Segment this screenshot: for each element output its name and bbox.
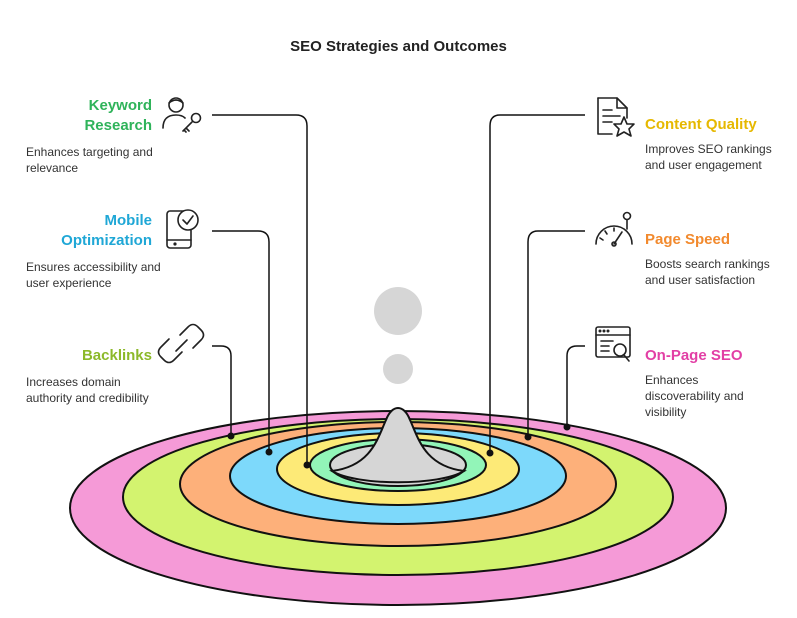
- drop-large: [374, 287, 422, 335]
- splash-peak: [329, 407, 467, 484]
- document-star-icon: [597, 97, 635, 137]
- page-title: SEO Strategies and Outcomes: [290, 38, 507, 55]
- phone-check-icon: [166, 209, 199, 249]
- connector-mobile: [212, 230, 270, 452]
- content-quality-desc: Improves SEO rankings and user engagemen…: [645, 142, 772, 172]
- user-key-icon: [162, 97, 202, 133]
- speedometer-icon: [595, 211, 633, 247]
- connector-dot-backlinks: [227, 432, 235, 440]
- connector-dot-speed: [524, 433, 532, 441]
- backlinks-title: Backlinks: [81, 347, 152, 364]
- on-page-seo-desc: Enhances discoverability and visibility: [645, 373, 744, 419]
- connector-dot-content: [486, 449, 494, 457]
- strategy-backlinks: Backlinks: [22, 346, 152, 366]
- strategy-mobile-optimization: Mobile Optimization: [22, 211, 152, 251]
- mobile-optimization-desc-wrap: Ensures accessibility and user experienc…: [26, 259, 166, 291]
- connector-backlinks: [212, 345, 232, 436]
- outcome-content-quality: Content Quality Improves SEO rankings an…: [645, 115, 785, 173]
- connector-keyword: [212, 114, 308, 465]
- keyword-research-title: Keyword Research: [22, 96, 152, 136]
- chain-link-icon: [157, 323, 205, 364]
- mobile-optimization-desc: Ensures accessibility and user experienc…: [26, 260, 161, 290]
- keyword-research-desc-wrap: Enhances targeting and relevance: [26, 144, 166, 176]
- mobile-optimization-title: Mobile Optimization: [22, 211, 152, 251]
- page-speed-desc: Boosts search rankings and user satisfac…: [645, 257, 770, 287]
- keyword-title-line1: Keyword: [88, 97, 152, 114]
- outcome-page-speed: Page Speed Boosts search rankings and us…: [645, 230, 785, 288]
- page-speed-title: Page Speed: [645, 231, 731, 248]
- connector-dot-keyword: [303, 461, 311, 469]
- backlinks-desc: Increases domain authority and credibili…: [26, 375, 149, 405]
- keyword-research-desc: Enhances targeting and relevance: [26, 145, 153, 175]
- strategy-keyword-research: Keyword Research: [22, 96, 152, 136]
- on-page-seo-title: On-Page SEO: [645, 347, 743, 364]
- connector-content: [489, 114, 585, 453]
- mobile-title-line2: Optimization: [61, 232, 152, 249]
- connector-dot-mobile: [265, 448, 273, 456]
- browser-search-icon: [595, 326, 631, 362]
- content-quality-title: Content Quality: [645, 116, 757, 133]
- keyword-title-line2: Research: [84, 117, 152, 134]
- connector-onpage: [566, 345, 585, 427]
- outcome-on-page-seo: On-Page SEO Enhances discoverability and…: [645, 346, 760, 420]
- connector-dot-onpage: [563, 423, 571, 431]
- drop-small: [383, 354, 413, 384]
- backlinks-desc-wrap: Increases domain authority and credibili…: [26, 374, 166, 406]
- connector-speed: [527, 230, 585, 437]
- mobile-title-line1: Mobile: [104, 212, 153, 229]
